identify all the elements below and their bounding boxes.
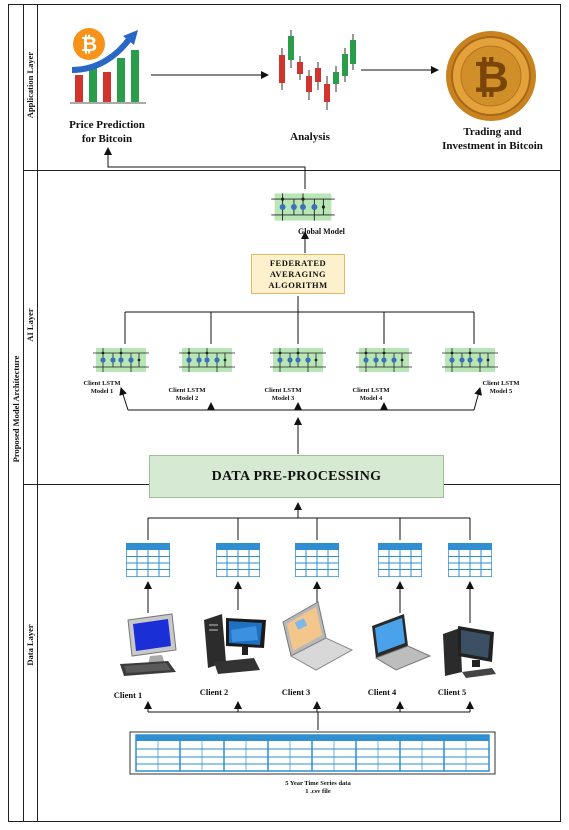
client-lstm-icon-4	[356, 347, 412, 373]
desktop-computer-icon	[120, 613, 177, 676]
price-prediction-icon: ₿	[70, 28, 146, 104]
client-label-2: Client 2	[199, 687, 229, 697]
ai-layer-column	[23, 171, 38, 484]
trading-label: Trading and Investment in Bitcoin	[442, 126, 543, 152]
dataset-table-icon	[129, 731, 496, 775]
client-lstm-label-4: Client LSTM Model 4	[352, 387, 390, 402]
client-lstm-label-1: Client LSTM Model 1	[83, 380, 121, 395]
client-lstm-icon-2	[179, 347, 235, 373]
client-label-1: Client 1	[113, 690, 143, 700]
laptop-icon	[282, 601, 354, 671]
data-preprocessing-box: DATA PRE-PROCESSING	[149, 455, 444, 498]
client-lstm-label-2: Client LSTM Model 2	[168, 387, 206, 402]
analysis-label: Analysis	[290, 131, 330, 143]
price-prediction-label: Price Prediction for Bitcoin	[69, 119, 145, 145]
application-ai-divider	[23, 170, 560, 171]
bitcoin-coin-icon: ₿	[446, 31, 536, 121]
outer-label-column	[9, 5, 24, 821]
svg-text:₿: ₿	[81, 32, 97, 56]
global-to-prediction-connector	[104, 147, 306, 189]
client-lstm-icon-5	[442, 347, 498, 373]
client-lstm-label-5: Client LSTM Model 5	[482, 380, 520, 395]
client-table-icon-5	[448, 543, 492, 577]
client-table-icon-4	[378, 543, 422, 577]
client-label-5: Client 5	[437, 687, 467, 697]
client-label-4: Client 4	[367, 687, 397, 697]
client-label-3: Client 3	[281, 687, 311, 697]
analysis-candlestick-icon	[279, 30, 356, 110]
svg-text:₿: ₿	[473, 52, 509, 103]
client-lstm-label-3: Client LSTM Model 3	[264, 387, 302, 402]
return-arrow-1	[119, 387, 129, 411]
notebook-icon	[372, 614, 432, 671]
federated-averaging-box: FEDERATED AVERAGING ALGORITHM	[251, 254, 345, 294]
data-layer-column	[23, 485, 38, 822]
client-lstm-icon-3	[270, 347, 326, 373]
client-lstm-icon-1	[93, 347, 149, 373]
pc-computer-icon	[443, 626, 496, 678]
client-table-icon-1	[126, 543, 170, 577]
client-table-icon-3	[295, 543, 339, 577]
return-arrow-5	[473, 387, 483, 411]
client-table-icon-2	[216, 543, 260, 577]
dataset-label: 5 Year Time Series data 1 .csv file	[285, 780, 351, 795]
application-layer-column	[23, 5, 38, 170]
global-model-icon	[271, 192, 335, 222]
workstation-computer-icon	[204, 614, 266, 674]
global-model-label: Global Model	[298, 227, 345, 236]
